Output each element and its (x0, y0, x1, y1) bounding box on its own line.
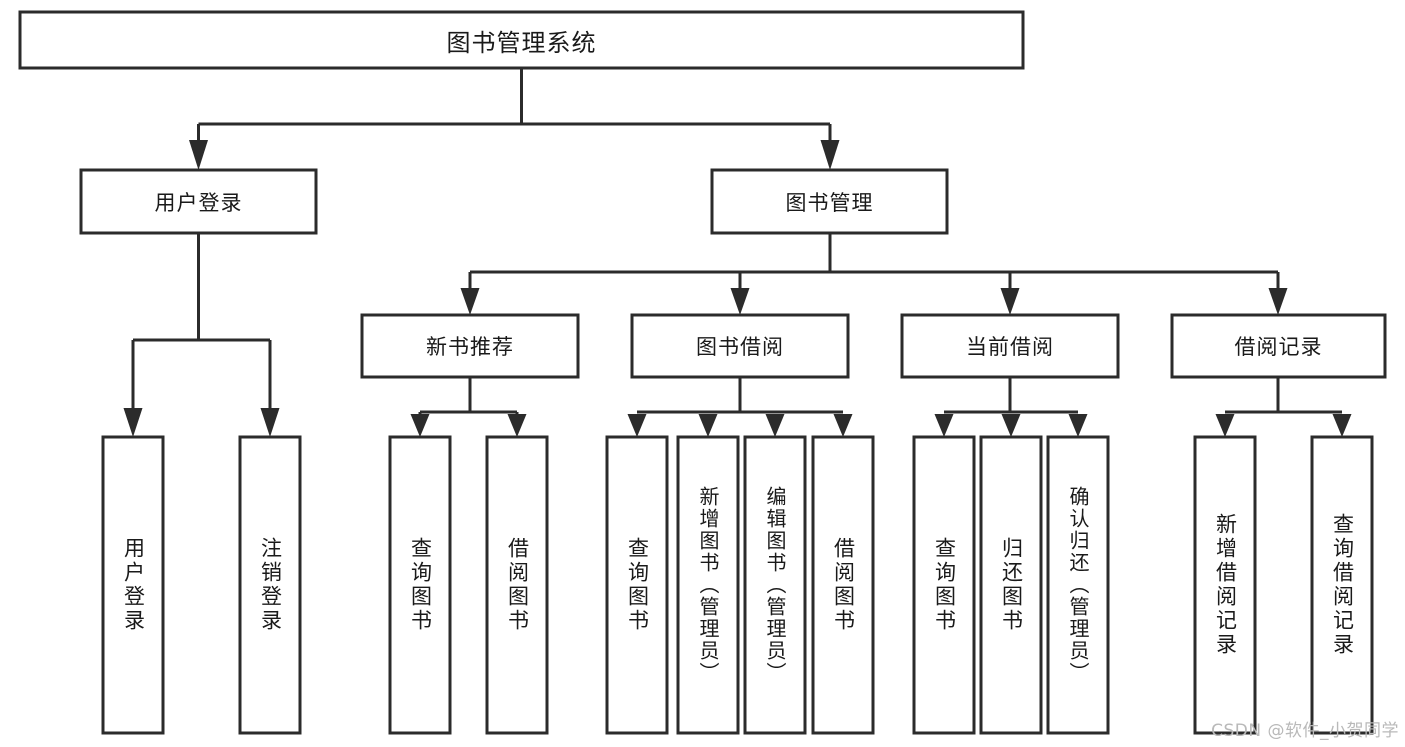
connector-group-book-mgmt (460, 233, 1288, 315)
leaf-box-bb-borrow-book[interactable] (811, 435, 875, 735)
leaf-box-nbr-query-book[interactable] (388, 435, 452, 735)
arrow-head-book-borrow (730, 288, 750, 315)
leaf-box-user-login[interactable] (101, 435, 165, 735)
arrow-head-leaf-logout (260, 408, 280, 437)
arrow-head-cb-confirm-return (1068, 414, 1088, 437)
node-box-user-login[interactable] (79, 168, 318, 235)
node-box-book-management[interactable] (710, 168, 949, 235)
arrow-head-leaf-user-login (123, 408, 143, 437)
node-box-new-book-recommend[interactable] (360, 313, 580, 379)
node-box-current-borrow[interactable] (900, 313, 1120, 379)
csdn-watermark: CSDN @软件_小贺同学 (1211, 721, 1399, 741)
leaf-box-bb-edit-book[interactable] (743, 435, 807, 735)
leaf-box-br-add-record[interactable] (1193, 435, 1257, 735)
arrow-head-br-add-record (1215, 414, 1235, 437)
leaf-box-nbr-borrow-book[interactable] (485, 435, 549, 735)
arrow-head-bb-add-book (698, 414, 718, 437)
node-box-borrow-record[interactable] (1170, 313, 1387, 379)
leaf-box-br-query-record[interactable] (1310, 435, 1374, 735)
connector-group-book-borrow (627, 377, 853, 437)
leaf-box-cb-confirm-return[interactable] (1046, 435, 1110, 735)
leaf-box-cb-query-book[interactable] (912, 435, 976, 735)
arrow-head-user-login (189, 140, 208, 170)
node-box-book-borrow[interactable] (630, 313, 850, 379)
arrow-head-bb-query-book (627, 414, 647, 437)
leaf-box-bb-add-book[interactable] (676, 435, 740, 735)
arrow-head-cb-query-book (934, 414, 954, 437)
arrow-head-current-borrow (1000, 288, 1020, 315)
leaf-box-logout[interactable] (238, 435, 302, 735)
connector-group-user-login (123, 233, 280, 437)
leaf-box-bb-query-book[interactable] (605, 435, 669, 735)
arrow-head-book-mgmt (820, 140, 840, 170)
connector-group-borrow-record (1215, 377, 1352, 437)
arrow-head-bb-borrow-book (833, 414, 853, 437)
connector-group-current-borrow (934, 377, 1088, 437)
arrow-head-nbr-query-book (410, 414, 430, 437)
arrow-head-nbr-borrow-book (507, 414, 527, 437)
connector-group-root (189, 68, 840, 170)
connector-group-new-book-rec (410, 377, 527, 437)
arrow-head-cb-return-book (1001, 414, 1021, 437)
leaf-box-cb-return-book[interactable] (979, 435, 1043, 735)
arrow-head-br-query-record (1332, 414, 1352, 437)
arrow-head-borrow-record (1268, 288, 1288, 315)
arrow-head-new-book-rec (460, 288, 480, 315)
arrow-head-bb-edit-book (765, 414, 785, 437)
node-box-root[interactable] (18, 10, 1025, 70)
